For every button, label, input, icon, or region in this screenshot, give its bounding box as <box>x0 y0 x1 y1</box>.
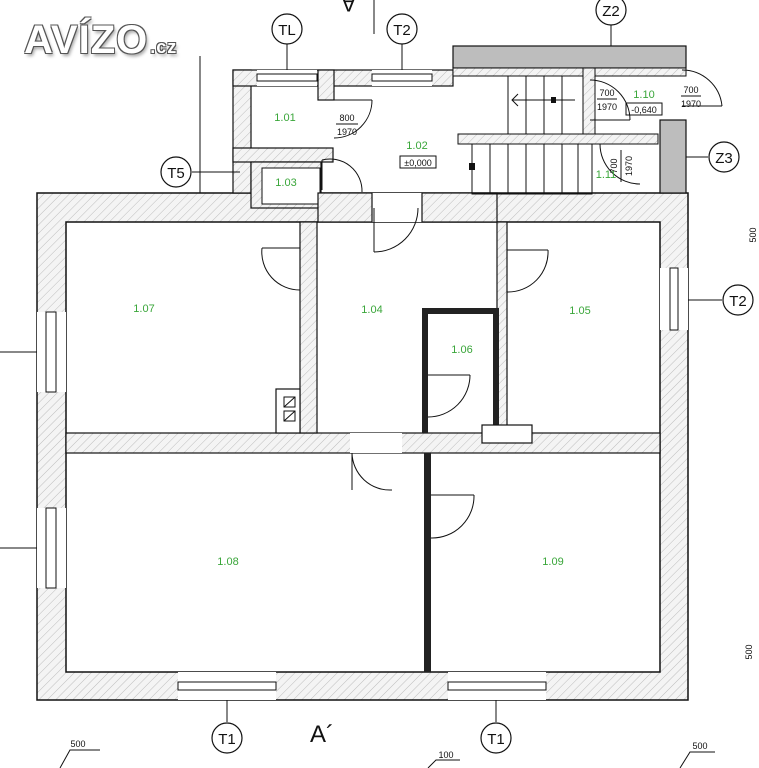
door-1-height: 1970 <box>337 127 357 137</box>
dim-bottom-mid: 100 <box>438 750 453 760</box>
window-west-lower <box>45 507 57 589</box>
level-main: ±0,000 <box>404 158 431 168</box>
tag-t1-right: T1 <box>487 731 505 748</box>
tag-t2-top-circle <box>386 13 418 45</box>
upper-stair <box>507 75 584 135</box>
tag-t1-left-circle <box>211 722 243 754</box>
tag-z3-circle <box>708 141 740 173</box>
annex-wall-right <box>421 192 498 223</box>
door-3-width: 700 <box>683 85 698 95</box>
tag-t1-right-circle <box>480 722 512 754</box>
tag-tl: TL <box>278 22 296 39</box>
sill-block <box>481 424 533 444</box>
annex-wall-west <box>232 69 252 194</box>
wall-lower-mid <box>424 453 431 672</box>
room-1-01: 1.01 <box>274 112 295 124</box>
wall-1-06 <box>422 308 428 433</box>
annex-wall-lower <box>317 192 373 223</box>
dim-right-bottom: 500 <box>744 644 754 659</box>
wall-1-06-east <box>493 308 499 433</box>
tag-z2-circle <box>595 0 627 26</box>
tag-t5-circle <box>160 156 192 188</box>
dim-right-top: 500 <box>748 227 758 242</box>
room-1-07: 1.07 <box>133 303 154 315</box>
section-mark-top: A <box>341 0 356 16</box>
door-2-height: 1970 <box>597 102 617 112</box>
lower-stair <box>471 143 593 195</box>
avizo-logo: AVÍZO.cz <box>24 18 178 62</box>
window-east <box>669 267 679 331</box>
window-bottom-left <box>177 681 277 691</box>
room-1-03: 1.03 <box>275 177 296 189</box>
stair-side-wall <box>659 119 687 194</box>
section-mark-bottom: A´ <box>310 721 334 748</box>
room-1-04: 1.04 <box>361 304 382 316</box>
tag-z2: Z2 <box>602 3 620 20</box>
tag-tl-circle <box>271 13 303 45</box>
room-1-06: 1.06 <box>451 344 472 356</box>
door-4-width: 700 <box>609 158 619 173</box>
dim-bottom-right: 500 <box>692 741 707 751</box>
wall-1-07-east <box>299 221 318 434</box>
room-1-02: 1.02 <box>406 140 427 152</box>
room-1-08: 1.08 <box>217 556 238 568</box>
tag-t2-top: T2 <box>393 22 411 39</box>
room-1-09: 1.09 <box>542 556 563 568</box>
door-1-width: 800 <box>339 113 354 123</box>
tag-t1-left: T1 <box>218 731 236 748</box>
doors <box>261 69 723 539</box>
annex-wall-1-01-east <box>317 69 335 101</box>
door-2-width: 700 <box>599 88 614 98</box>
room-1-05: 1.05 <box>569 305 590 317</box>
door-4-height: 1970 <box>624 156 634 176</box>
dim-bottom-left: 500 <box>70 739 85 749</box>
tag-z3: Z3 <box>715 150 733 167</box>
tag-t2-right-circle <box>722 284 754 316</box>
stair-top-wall <box>452 45 687 69</box>
window-west-upper <box>45 311 57 393</box>
level-stair: -0,640 <box>631 105 657 115</box>
window-bottom-right <box>447 681 547 691</box>
tag-t5: T5 <box>167 165 185 182</box>
wall-1-06-top <box>422 308 497 314</box>
tag-t2-right: T2 <box>729 293 747 310</box>
door-3-height: 1970 <box>681 99 701 109</box>
annex-wall-1-01-south <box>232 147 334 163</box>
room-1-11: 1.11 <box>596 169 617 181</box>
room-1-10: 1.10 <box>633 89 654 101</box>
